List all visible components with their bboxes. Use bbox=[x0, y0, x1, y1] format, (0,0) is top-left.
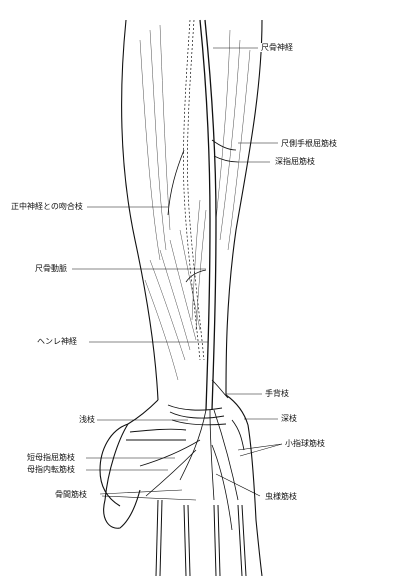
ulnar-nerve-trunk bbox=[200, 20, 216, 410]
hand-outline bbox=[104, 395, 262, 576]
label-median-anastomosis: 正中神経との吻合枝 bbox=[10, 202, 84, 211]
wrist-structures bbox=[126, 405, 244, 450]
label-fpb-branch: 短母指屈筋枝 bbox=[26, 453, 76, 462]
label-interossei-branch: 骨間筋枝 bbox=[54, 490, 88, 499]
ulnar-artery bbox=[183, 20, 204, 360]
label-hypothenar-branch: 小指球筋枝 bbox=[284, 439, 326, 448]
digit-tendons bbox=[156, 500, 246, 576]
label-ulnar-artery: 尺骨動脈 bbox=[34, 264, 68, 273]
leader-lines bbox=[72, 48, 282, 500]
label-fcu-branch: 尺側手根屈筋枝 bbox=[280, 139, 338, 148]
forearm-outline-right bbox=[226, 20, 262, 395]
label-adductor-branch: 母指内転筋枝 bbox=[26, 465, 76, 474]
label-deep-branch: 深枝 bbox=[280, 414, 298, 423]
label-henle-nerve: ヘンレ神経 bbox=[36, 337, 78, 346]
label-superficial-branch: 浅枝 bbox=[78, 415, 96, 424]
label-lumbrical-branch: 虫様筋枝 bbox=[264, 492, 298, 501]
label-dorsal-branch: 手背枝 bbox=[264, 389, 290, 398]
label-ulnar-nerve: 尺骨神経 bbox=[260, 43, 294, 52]
muscle-striations bbox=[140, 25, 250, 380]
label-fdp-branch: 深指屈筋枝 bbox=[274, 157, 316, 166]
